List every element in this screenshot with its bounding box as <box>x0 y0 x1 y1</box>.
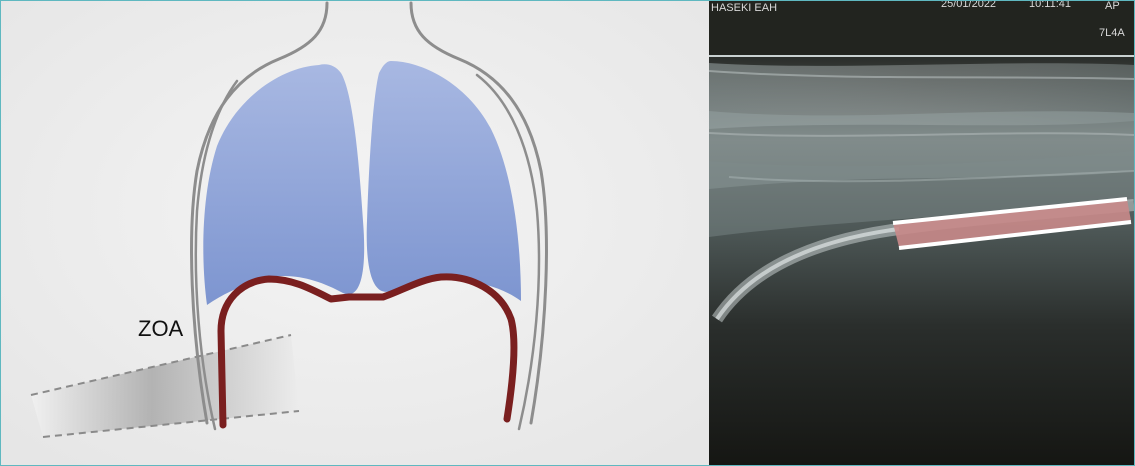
ultrasound-image: HASEKI EAH 25/01/2022 10:11:41 AP 7L4A <box>709 1 1134 465</box>
ultrasound-time: 10:11:41 <box>1029 1 1071 10</box>
ultrasound-mode: AP <box>1105 1 1120 12</box>
ultrasound-hospital-label: HASEKI EAH <box>711 2 777 14</box>
ultrasound-probe-label: 7L4A <box>1099 27 1125 39</box>
ultrasound-date: 25/01/2022 <box>941 1 996 10</box>
zoa-label: ZOA <box>138 316 184 341</box>
diaphragm-schematic: ZOA <box>1 1 709 465</box>
ultrasound-panel: HASEKI EAH 25/01/2022 10:11:41 AP 7L4A <box>709 1 1134 465</box>
diaphragm-schematic-panel: ZOA <box>1 1 709 465</box>
